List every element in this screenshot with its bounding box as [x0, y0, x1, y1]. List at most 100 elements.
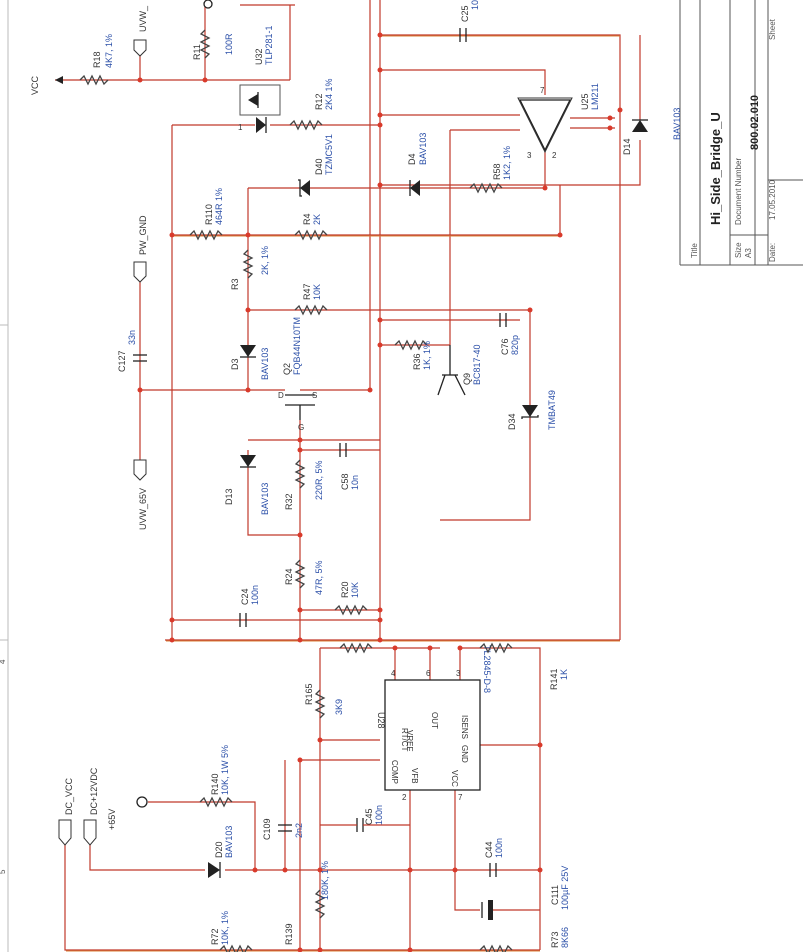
- r73-ref: R73: [550, 931, 560, 948]
- d14-ref: D14: [622, 138, 632, 155]
- d13-diode: D13 BAV103: [224, 455, 270, 515]
- u32-ref: U32: [254, 48, 264, 65]
- r72-ref: R72: [210, 928, 220, 945]
- u25-value: LM211: [590, 83, 600, 110]
- r47-resistor: R47 10K: [294, 283, 328, 316]
- c127-capacitor: C127 33n: [117, 330, 147, 372]
- r36-ref: R36: [412, 353, 422, 370]
- p65v-label: +65V: [107, 809, 117, 830]
- r4-resistor: R4 2K: [294, 213, 328, 241]
- q2-ref: Q2: [282, 363, 292, 375]
- c58-ref: C58: [340, 473, 350, 490]
- u25-pin-2: 2: [552, 151, 557, 160]
- r73-resistor: R73 8K66: [479, 927, 570, 952]
- u28-pin-isens: ISENS: [460, 715, 469, 739]
- r11-value: 100R: [224, 33, 234, 55]
- u25-comparator: 7 3 2 U25 LM211: [517, 83, 600, 160]
- r18-value: 4K7, 1%: [104, 34, 114, 68]
- r141-value: 1K: [559, 669, 569, 680]
- q2-value: FQB44N10TM: [292, 317, 302, 375]
- u28-pin-vref: VREF: [405, 730, 414, 751]
- d4-value: BAV103: [418, 133, 428, 165]
- r72-resistor: R72 10K, 1%: [210, 911, 253, 952]
- r24-resistor: R24 47R, 5%: [284, 559, 324, 595]
- r18-ref: R18: [92, 51, 102, 68]
- d4-diode: D4 BAV103: [407, 133, 428, 196]
- c76-ref: C76: [500, 338, 510, 355]
- size-label: Size: [734, 242, 743, 258]
- c58-value: 10n: [350, 475, 360, 490]
- d40-value: TZMC5V1: [324, 134, 334, 175]
- r140-resistor: R140 10K, 1W 5%: [199, 745, 233, 808]
- u25-pin-3: 3: [527, 151, 532, 160]
- c25-ref: C25: [460, 5, 470, 22]
- c58-capacitor: C58 10n: [339, 443, 360, 490]
- r3-value: 2K, 1%: [260, 246, 270, 275]
- r58-resistor: R58 1K2, 1%: [469, 146, 512, 194]
- c111-value: 100µF 25V: [560, 866, 570, 910]
- d13-ref: D13: [224, 488, 234, 505]
- r12-value: 2K4 1%: [324, 78, 334, 110]
- title-block: Title Hi_Side_Bridge_U Size A3 Document …: [679, 0, 803, 266]
- u28-pin-gnd: GND: [460, 745, 469, 763]
- d20-ref: D20: [214, 841, 224, 858]
- u28-pinnum-2: 2: [402, 793, 407, 802]
- r139-resistor: R139 180K, 1%: [284, 861, 330, 945]
- d14-diode: D14 BAV103: [622, 108, 682, 155]
- r140-ref: R140: [210, 773, 220, 795]
- frame-mark-4: 4: [0, 659, 7, 664]
- dc-vcc-port: DC_VCC: [58, 777, 74, 846]
- d40-ref: D40: [314, 158, 324, 175]
- d4-ref: D4: [407, 153, 417, 165]
- q2-pin-d: D: [278, 391, 284, 400]
- title-label: Title: [690, 243, 699, 258]
- r139-ref: R139: [284, 923, 294, 945]
- r110-resistor: R110 464R 1%: [189, 188, 224, 241]
- u28-value: TL2845-D-8: [482, 645, 492, 693]
- r32-ref: R32: [284, 493, 294, 510]
- r140-value: 10K, 1W 5%: [220, 745, 230, 795]
- r3-ref: R3: [230, 278, 240, 290]
- d34-value: TMBAT49: [547, 390, 557, 430]
- u28-ref: U28: [376, 712, 386, 729]
- u28-pin-vcc: VCC: [450, 770, 459, 787]
- c127-ref: C127: [117, 350, 127, 372]
- q2-mosfet: Q2 FQB44N10TM D G S: [278, 317, 317, 432]
- d3-value: BAV103: [260, 348, 270, 380]
- c109-value: 2n2: [294, 823, 304, 838]
- r165-value: 3K9: [334, 699, 344, 715]
- u32-pin-1: 1: [238, 123, 243, 132]
- r-top-u28: [339, 642, 373, 654]
- dc-vcc-label: DC_VCC: [64, 777, 74, 815]
- date-label: Date:: [768, 243, 777, 262]
- d3-ref: D3: [230, 358, 240, 370]
- sheet-label: Sheet: [768, 18, 777, 40]
- r47-value: 10K: [312, 284, 322, 300]
- r32-value: 220R, 5%: [314, 460, 324, 500]
- p65v-terminal: +65V: [107, 796, 148, 830]
- r20-resistor: R20 10K: [334, 581, 368, 616]
- u28-pin-out: OUT: [430, 712, 439, 729]
- q9-transistor: Q9 BC817-40: [437, 344, 482, 396]
- r73-value: 8K66: [560, 927, 570, 948]
- r20-ref: R20: [340, 581, 350, 598]
- d20-value: BAV103: [224, 826, 234, 858]
- c44-ref: C44: [484, 841, 494, 858]
- u28-pinnum-6: 6: [426, 669, 431, 678]
- c45-capacitor: C45 100n: [320, 805, 410, 832]
- d34-schottky: D34 TMBAT49: [507, 390, 557, 430]
- c25-capacitor: C25 100: [459, 0, 480, 42]
- r4-value: 2K: [312, 214, 322, 225]
- r58-value: 1K2, 1%: [502, 146, 512, 180]
- r72-value: 10K, 1%: [220, 911, 230, 945]
- c76-capacitor: C76 820p: [499, 313, 520, 355]
- r165-ref: R165: [304, 683, 314, 705]
- dc-12v-port: DC+12VDC: [83, 767, 99, 846]
- u32-value: TLP281-1: [264, 25, 274, 65]
- c24-ref: C24: [240, 588, 250, 605]
- c109-ref: C109: [262, 818, 272, 840]
- q9-value: BC817-40: [472, 344, 482, 385]
- frame-mark-5: 5: [0, 869, 7, 874]
- r58-ref: R58: [492, 163, 502, 180]
